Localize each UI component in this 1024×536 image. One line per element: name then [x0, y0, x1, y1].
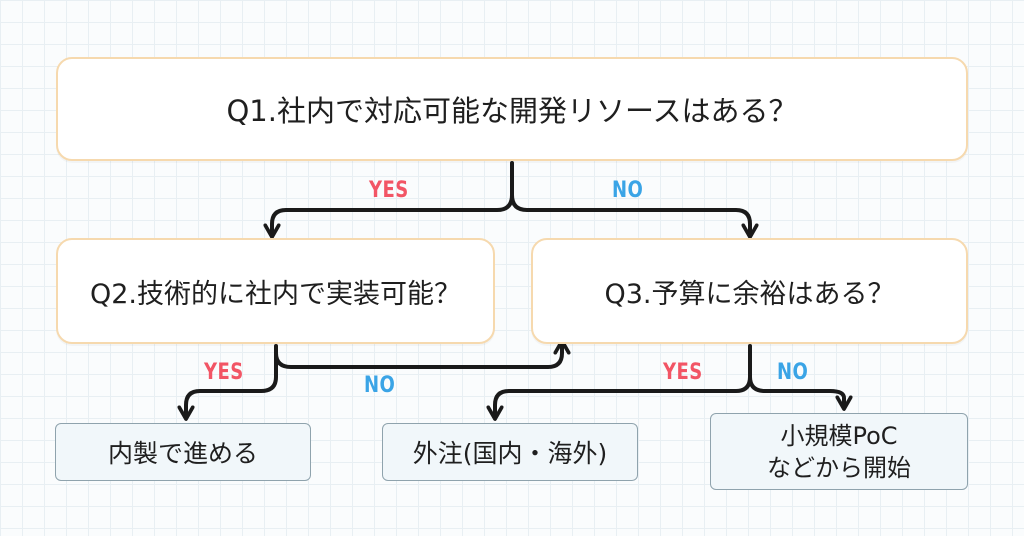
- q3-no-arrow: [748, 375, 844, 404]
- q3-yes-label: YES: [663, 360, 703, 385]
- q2-no-label: NO: [364, 373, 396, 398]
- result-outsource-text: 外注(国内・海外): [412, 439, 608, 468]
- question-2-text: Q2.技術的に社内で実装可能？: [89, 278, 461, 310]
- q1-yes-label: YES: [369, 178, 409, 203]
- question-3-text: Q3.予算に余裕はある？: [604, 278, 895, 310]
- q3-no-label: NO: [777, 360, 809, 385]
- result-poc-line1: 小規模PoC: [780, 421, 898, 450]
- q2-yes-arrow: [186, 344, 278, 414]
- q2-no-arrow: [274, 346, 562, 369]
- question-3-box: Q3.予算に余裕はある？: [531, 238, 968, 344]
- q3-yes-arrow: [495, 344, 752, 414]
- result-in-house-box: 内製で進める: [55, 423, 311, 481]
- q2-yes-label: YES: [204, 360, 244, 385]
- q1-no-arrow: [510, 193, 750, 232]
- q1-no-label: NO: [612, 178, 644, 203]
- result-outsource-box: 外注(国内・海外): [382, 423, 638, 481]
- result-poc-line2: などから開始: [767, 453, 911, 482]
- result-poc-box: 小規模PoC などから開始: [710, 413, 968, 490]
- question-1-text: Q1.社内で対応可能な開発リソースはある？: [226, 94, 798, 128]
- result-in-house-text: 内製で進める: [107, 439, 258, 468]
- question-2-box: Q2.技術的に社内で実装可能？: [56, 238, 495, 344]
- question-1-box: Q1.社内で対応可能な開発リソースはある？: [56, 57, 968, 161]
